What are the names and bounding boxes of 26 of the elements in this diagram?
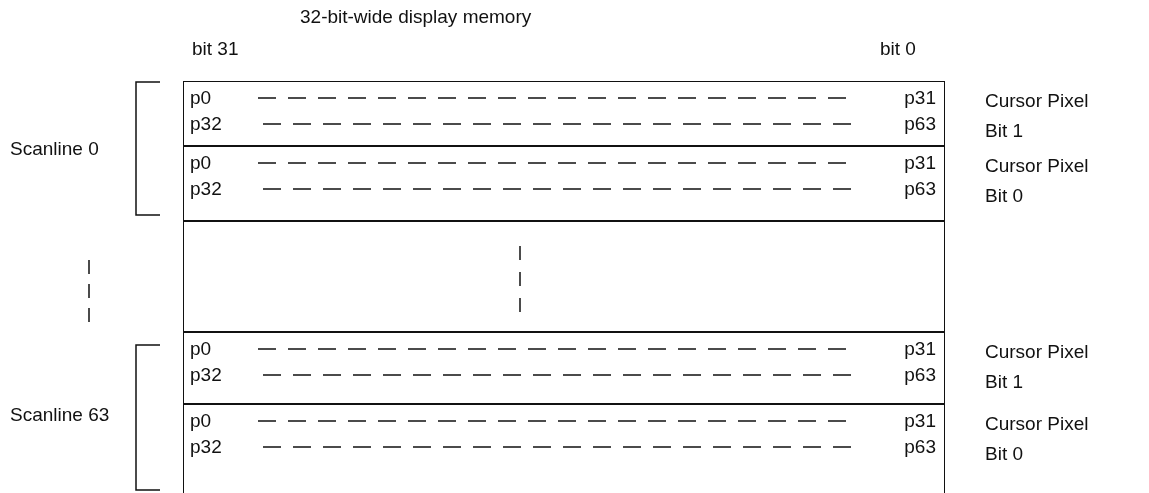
memory-block xyxy=(183,332,945,404)
pixel-label: p0 xyxy=(190,87,212,109)
memory-block xyxy=(183,81,945,146)
pixel-label: p31 xyxy=(904,152,936,174)
pixel-label: p63 xyxy=(904,436,936,458)
empty-memory-block xyxy=(183,221,945,332)
pixel-label: p31 xyxy=(904,410,936,432)
pixel-label: p32 xyxy=(190,436,222,458)
pixel-label: p0 xyxy=(190,410,212,432)
pixel-label: p0 xyxy=(190,338,212,360)
block-caption: Cursor Pixel Bit 0 xyxy=(985,412,1090,466)
pixel-label: p32 xyxy=(190,364,222,386)
memory-block xyxy=(183,404,945,493)
pixel-label: p31 xyxy=(904,87,936,109)
pixel-label: p32 xyxy=(190,113,222,135)
memory-block xyxy=(183,146,945,221)
pixel-label: p63 xyxy=(904,178,936,200)
block-caption: Cursor Pixel Bit 0 xyxy=(985,154,1090,208)
pixel-label: p63 xyxy=(904,364,936,386)
pixel-label: p32 xyxy=(190,178,222,200)
block-caption: Cursor Pixel Bit 1 xyxy=(985,340,1090,394)
block-caption: Cursor Pixel Bit 1 xyxy=(985,89,1090,143)
diagram-title: 32-bit-wide display memory xyxy=(300,6,532,28)
pixel-label: p0 xyxy=(190,152,212,174)
pixel-label: p31 xyxy=(904,338,936,360)
pixel-label: p63 xyxy=(904,113,936,135)
